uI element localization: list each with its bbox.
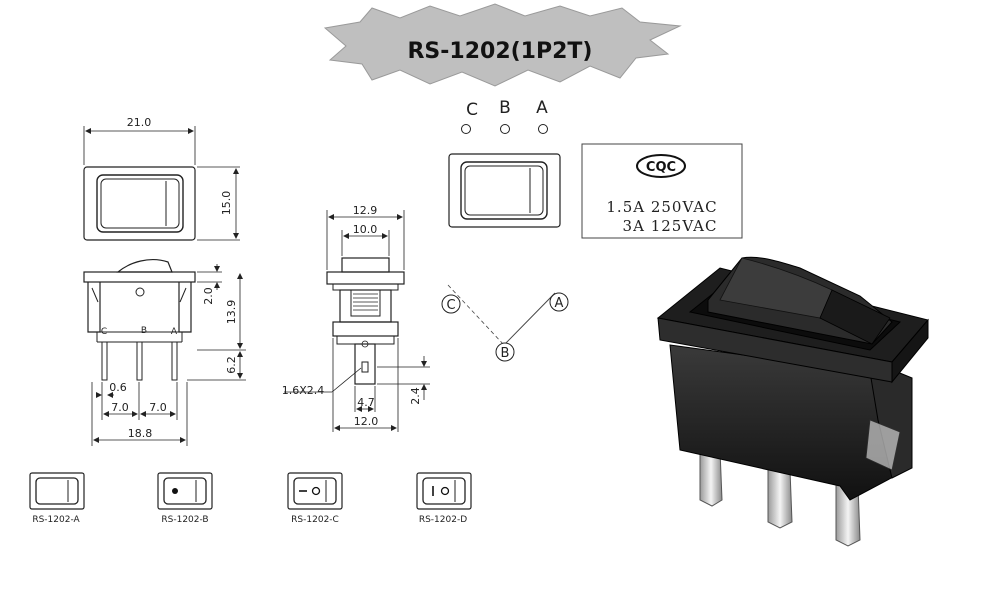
variant-d-label: RS-1202-D — [419, 515, 467, 525]
variant-a: RS-1202-A — [29, 472, 85, 525]
variant-b: RS-1202-B — [157, 472, 213, 525]
panel-view: C B A — [448, 98, 561, 228]
panel-terminal-b: B — [499, 98, 511, 118]
title-text: RS-1202(1P2T) — [407, 39, 592, 64]
variant-c-label: RS-1202-C — [291, 515, 339, 525]
side-pin-b: B — [141, 326, 147, 336]
side-pin-c: C — [101, 327, 107, 337]
side-dim-top: 2.0 — [202, 287, 215, 305]
end-view: 12.9 10.0 1.6X2.4 2.4 4.7 12.0 — [282, 204, 430, 432]
variant-c: RS-1202-C — [287, 472, 343, 525]
circuit-diagram: C B A — [441, 284, 569, 362]
circuit-label-a: A — [555, 296, 564, 311]
variant-d: RS-1202-D — [416, 472, 472, 525]
cqc-logo — [636, 154, 686, 178]
front-width-label: 21.0 — [127, 116, 152, 129]
side-dim-pin: 6.2 — [225, 356, 238, 374]
circuit-label-b: B — [501, 346, 510, 361]
end-dim-2-4: 2.4 — [409, 387, 422, 405]
cqc-logo-text: CQC — [646, 160, 676, 175]
variant-b-dot — [172, 488, 178, 494]
panel-terminal-a: A — [536, 98, 548, 118]
variant-d-circle — [440, 486, 450, 496]
variant-b-label: RS-1202-B — [161, 515, 208, 525]
terminal-dot-a — [538, 124, 548, 134]
circuit-node-c — [441, 294, 461, 314]
side-pitch-right: 7.0 — [149, 401, 167, 414]
front-height-label: 15.0 — [220, 191, 233, 216]
circuit-node-a — [549, 292, 569, 312]
side-pin-thickness: 0.6 — [109, 381, 127, 394]
product-photo — [656, 256, 929, 547]
side-dim-body: 13.9 — [225, 300, 238, 325]
end-inner-width: 10.0 — [353, 223, 378, 236]
terminal-dot-c — [461, 124, 471, 134]
title-banner: RS-1202(1P2T) — [323, 3, 682, 87]
end-dim-12-0: 12.0 — [354, 415, 379, 428]
title-burst-shape — [323, 3, 682, 87]
side-pin-a: A — [171, 327, 178, 337]
side-view: C B A 2.0 13.9 6.2 0.6 7.0 7.0 18.8 — [83, 259, 246, 446]
rating-line-2: 3A 125VAC — [623, 217, 718, 235]
side-pitch-left: 7.0 — [111, 401, 129, 414]
circuit-node-b — [495, 342, 515, 362]
rating-box: CQC 1.5A 250VAC 3A 125VAC — [581, 143, 743, 239]
front-view: 21.0 15.0 — [83, 116, 240, 241]
circuit-label-c: C — [446, 298, 455, 313]
end-hole-label: 1.6X2.4 — [282, 384, 325, 397]
terminal-dot-b — [500, 124, 510, 134]
end-dim-4-7: 4.7 — [357, 396, 375, 409]
variant-a-label: RS-1202-A — [32, 515, 80, 525]
end-outer-width: 12.9 — [353, 204, 378, 217]
side-total-width: 18.8 — [128, 427, 153, 440]
panel-terminal-c: C — [466, 100, 478, 120]
rating-line-1: 1.5A 250VAC — [606, 198, 717, 216]
variant-c-circle — [311, 486, 321, 496]
